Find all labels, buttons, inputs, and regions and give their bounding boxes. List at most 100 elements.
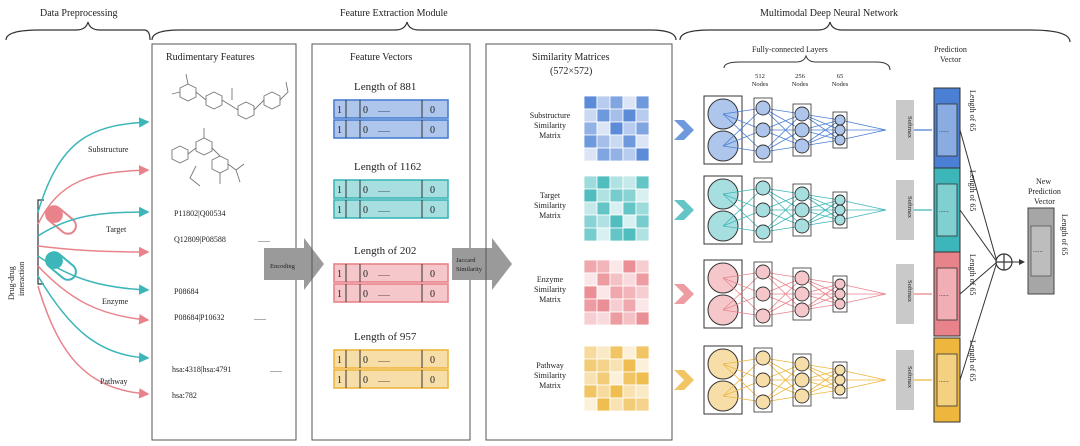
matrix-cell bbox=[596, 298, 611, 313]
matrix-cell bbox=[609, 358, 624, 373]
hidden-node bbox=[834, 384, 846, 396]
matrix-cell bbox=[596, 147, 611, 162]
enzyme-ellipsis: ...... bbox=[254, 313, 266, 322]
new-prediction-vector: New Prediction Vector ...... Length of 6… bbox=[1027, 177, 1069, 295]
hidden-node bbox=[834, 124, 846, 136]
matrix-cell bbox=[609, 201, 624, 216]
feature-vectors-panel bbox=[311, 43, 471, 441]
drug-pair-bracket bbox=[37, 199, 44, 285]
matrix-cell bbox=[596, 358, 611, 373]
matrix-cell bbox=[635, 121, 650, 136]
brace-preprocessing bbox=[5, 21, 151, 41]
matrix-cell bbox=[596, 121, 611, 136]
matrix-cell bbox=[609, 371, 624, 386]
matrix-cell bbox=[635, 227, 650, 242]
prediction-length-label: Length of 65 bbox=[968, 254, 977, 295]
chevron-right-icon bbox=[674, 370, 694, 390]
pathway-ids-line1: hsa:4318|hsa:4791 bbox=[172, 365, 231, 374]
softmax-block: Softmax bbox=[896, 350, 914, 410]
matrix-cell bbox=[596, 175, 611, 190]
pathway-ids-line2: hsa:782 bbox=[172, 391, 197, 400]
matrix-cell bbox=[622, 259, 637, 274]
svg-text:Drug-drug: Drug-drug bbox=[7, 266, 16, 300]
hidden-node bbox=[755, 394, 771, 410]
cell-zero: 0 bbox=[363, 105, 368, 116]
hidden-node bbox=[834, 214, 846, 226]
prediction-vector-subtitle: Vector bbox=[940, 55, 961, 64]
matrix-cell bbox=[583, 227, 598, 242]
softmax-label: Softmax bbox=[906, 366, 913, 389]
matrix-cell bbox=[609, 134, 624, 149]
softmax-block: Softmax bbox=[896, 180, 914, 240]
prediction-length-label: Length of 65 bbox=[968, 90, 977, 131]
header-feature-extraction: Feature Extraction Module bbox=[340, 8, 448, 19]
cell-dots: ...... bbox=[378, 355, 390, 364]
matrix-cell bbox=[622, 201, 637, 216]
hidden-node bbox=[755, 100, 771, 116]
matrix-label: Enzyme bbox=[537, 275, 564, 284]
matrix-cell bbox=[596, 272, 611, 287]
matrix-cell bbox=[622, 272, 637, 287]
matrix-cell bbox=[622, 227, 637, 242]
matrix-cell bbox=[583, 272, 598, 287]
matrix-cell bbox=[622, 134, 637, 149]
similarity-matrix-list: SubstructureSimilarityMatrixTargetSimila… bbox=[530, 95, 694, 412]
matrix-cell bbox=[622, 384, 637, 399]
matrix-cell bbox=[609, 384, 624, 399]
cell-one: 1 bbox=[337, 355, 342, 366]
hidden-node bbox=[794, 186, 810, 202]
matrix-cell bbox=[622, 345, 637, 360]
matrix-label: Matrix bbox=[539, 381, 561, 390]
matrix-cell bbox=[609, 298, 624, 313]
matrix-cell bbox=[583, 121, 598, 136]
cell-dots: ...... bbox=[378, 289, 390, 298]
hidden-node bbox=[834, 374, 846, 386]
enzyme-ids-line2: P08684|P10632 bbox=[174, 313, 225, 322]
matrix-cell bbox=[596, 345, 611, 360]
hidden-node bbox=[755, 264, 771, 280]
branch-label-enzyme: Enzyme bbox=[102, 297, 129, 306]
matrix-cell bbox=[583, 345, 598, 360]
matrix-label: Matrix bbox=[539, 211, 561, 220]
branch-label-substructure: Substructure bbox=[88, 145, 129, 154]
hidden-node bbox=[794, 138, 810, 154]
similarity-matrices-panel bbox=[485, 43, 673, 441]
matrix-cell bbox=[583, 358, 598, 373]
matrix-cell bbox=[635, 285, 650, 300]
softmax-label: Softmax bbox=[906, 196, 913, 219]
matrix-label: Similarity bbox=[534, 201, 566, 210]
prediction-dots: ...... bbox=[939, 207, 949, 214]
hidden-node bbox=[834, 204, 846, 216]
drug-drug-interaction-label: Drug-drug interaction bbox=[7, 262, 26, 300]
prediction-dots: ...... bbox=[939, 377, 949, 384]
matrix-cell bbox=[622, 121, 637, 136]
rudimentary-features-title: Rudimentary Features bbox=[166, 52, 255, 63]
matrix-cell bbox=[609, 175, 624, 190]
matrix-cell bbox=[596, 95, 611, 110]
hidden-node bbox=[794, 302, 810, 318]
cell-zero: 0 bbox=[363, 185, 368, 196]
hidden-node bbox=[794, 270, 810, 286]
cell-one: 1 bbox=[337, 269, 342, 280]
matrix-cell bbox=[622, 311, 637, 326]
matrix-cell bbox=[635, 175, 650, 190]
cell-zero: 0 bbox=[363, 289, 368, 300]
hidden-node bbox=[755, 372, 771, 388]
cell-dots: ...... bbox=[378, 375, 390, 384]
cell-zero: 0 bbox=[363, 375, 368, 386]
matrix-cell bbox=[596, 285, 611, 300]
matrix-cell bbox=[583, 384, 598, 399]
prediction-length-label: Length of 65 bbox=[968, 170, 977, 211]
matrix-cell bbox=[635, 188, 650, 203]
matrix-cell bbox=[622, 214, 637, 229]
encoding-arrow: Encoding bbox=[264, 238, 324, 290]
svg-text:Similarity: Similarity bbox=[456, 266, 483, 273]
hidden-node bbox=[794, 218, 810, 234]
matrix-cell bbox=[635, 358, 650, 373]
matrix-cell bbox=[635, 345, 650, 360]
hidden-node bbox=[794, 122, 810, 138]
